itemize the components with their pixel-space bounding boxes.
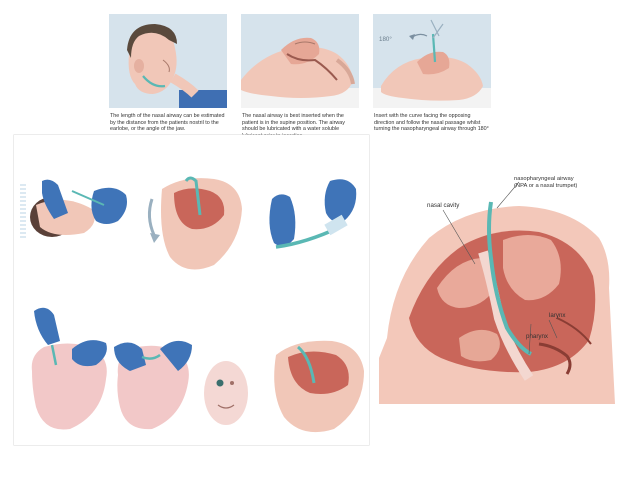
insertion-crosssection-illustration [147,176,242,270]
step1-illustration [109,14,227,108]
measure-hands-illustration [30,179,127,237]
procedure-grid-panel [14,135,369,445]
rotation-label: 180° [379,36,392,43]
step1-caption: The length of the nasal airway can be es… [110,113,225,133]
label-larynx: larynx [549,312,566,319]
insert-top-view-illustration [31,307,107,430]
anatomy-diagram [379,168,615,404]
airway-in-place-face-illustration [204,361,248,425]
step3-illustration [373,14,491,108]
label-pharynx: pharynx [526,333,549,340]
rotate-airway-illustration [114,340,192,430]
lubricate-airway-illustration [269,179,357,249]
label-nasal-cavity: nasal cavity [427,202,460,209]
ruler-marks [20,184,26,238]
step2-illustration [241,14,359,108]
final-crosssection-illustration [274,340,364,433]
label-npa: nasopharyngeal airway (NPA or a nasal tr… [514,176,578,189]
step3-caption: Insert with the curve facing the opposin… [374,113,489,133]
